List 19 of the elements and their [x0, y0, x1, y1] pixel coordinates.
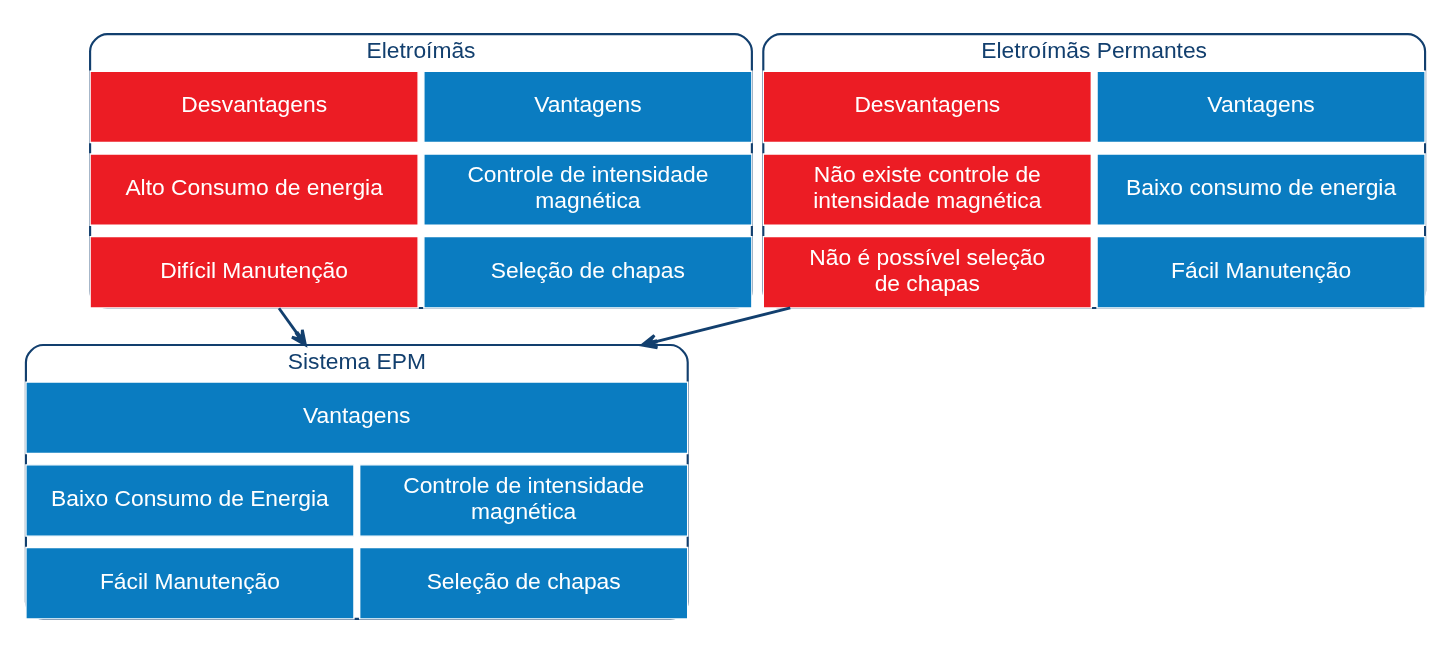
- arrow: [277, 307, 307, 347]
- arrow: [640, 306, 791, 350]
- node-box: Fácil Manutenção: [25, 546, 355, 620]
- node-box: Fácil Manutenção: [1096, 235, 1426, 309]
- node-box: Alto Consumo de energia: [89, 153, 419, 226]
- node-box: Não é possível seleção de chapas: [762, 235, 1093, 309]
- node-box: Controle de intensidade magnética: [423, 153, 753, 226]
- node-box: Difícil Manutenção: [89, 235, 419, 309]
- node-box: Não existe controle de intensidade magnética: [762, 153, 1093, 226]
- node-box: Baixo consumo de energia: [1096, 153, 1426, 226]
- node-box: Desvantagens: [89, 70, 419, 144]
- node-box: Vantagens: [423, 70, 753, 144]
- node-box: Vantagens: [25, 381, 689, 455]
- node-box: Seleção de chapas: [423, 235, 753, 309]
- node-box: Baixo Consumo de Energia: [25, 464, 355, 537]
- node-box: Desvantagens: [762, 70, 1093, 144]
- node-box: Controle de intensidade magnética: [358, 464, 689, 537]
- node-box: Vantagens: [1096, 70, 1426, 144]
- node-box: Seleção de chapas: [358, 546, 689, 620]
